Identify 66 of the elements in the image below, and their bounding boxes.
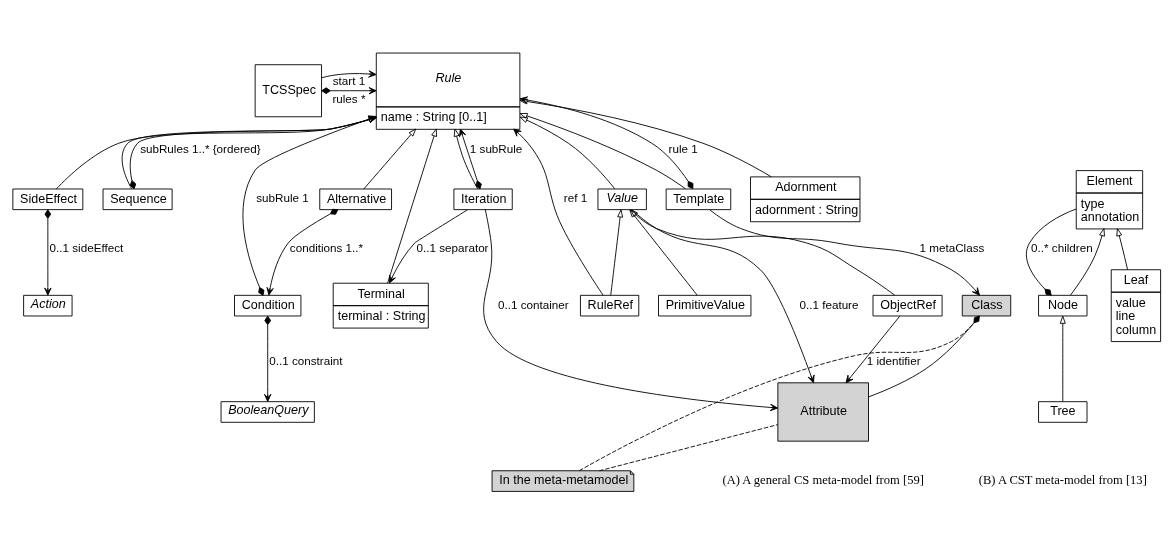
arrow [264, 315, 272, 402]
edge-label: subRule 1 [256, 190, 309, 204]
connector [868, 315, 980, 397]
node-box: Tree [1038, 400, 1088, 423]
node-box: Condition [234, 294, 302, 316]
edge-label: 1 subRule [469, 141, 523, 155]
arrow [266, 208, 339, 295]
arrow [629, 208, 698, 296]
arrow [630, 208, 896, 296]
node-box: Attribute [777, 381, 869, 442]
arrow [631, 208, 815, 383]
arrow [389, 208, 468, 283]
connector [578, 315, 981, 471]
node-box: Alternative [319, 188, 392, 210]
arrow [1116, 227, 1129, 270]
label: (B) A CST meta-model from [13] [978, 472, 1147, 487]
arrow [453, 128, 479, 189]
edge-label: rules * [332, 91, 366, 105]
node-box: Iteration [453, 188, 513, 210]
edge-label: rule 1 [668, 141, 698, 155]
node-box: Sequence [102, 188, 173, 210]
arrow [513, 128, 604, 296]
node-box: BooleanQuery [220, 400, 315, 423]
arrow [709, 208, 980, 296]
node-box: ObjectRef [872, 294, 943, 316]
connector [1025, 208, 1077, 296]
edge-label: ref 1 [563, 190, 588, 204]
arrow [519, 112, 686, 189]
node-box: Value [597, 188, 647, 210]
arrow [44, 208, 52, 296]
edge-label: conditions 1..* [289, 240, 364, 254]
arrow [483, 208, 779, 411]
arrow [55, 116, 377, 189]
arrow [321, 69, 377, 78]
edge-label: 0..1 sideEffect [49, 240, 124, 254]
arrow [519, 95, 694, 189]
node-box: SideEffect [12, 188, 84, 210]
edge-label: 0..* children [1031, 240, 1093, 254]
arrow [1059, 315, 1066, 402]
arrow [845, 315, 901, 383]
node-box: Class [961, 294, 1012, 316]
node-box: Node [1038, 294, 1088, 316]
edge-label: 1 identifier [866, 353, 921, 367]
edge-label: 0..1 constraint [269, 353, 343, 367]
arrow [610, 208, 624, 296]
connector [598, 423, 779, 471]
arrow [387, 128, 437, 284]
edge-label: 0..1 feature [799, 297, 859, 311]
node-box: TCSSpec [254, 63, 322, 117]
node-box: Template [665, 188, 732, 210]
arrow [459, 128, 482, 189]
arrow [363, 128, 417, 189]
edge-label: 1 metaClass [919, 240, 985, 254]
edge-label: start 1 [332, 73, 366, 87]
node-box: Action [23, 294, 73, 316]
arrow [519, 98, 772, 177]
node-box: PrimitiveValue [658, 294, 752, 316]
edge-label: 0..1 separator [416, 240, 489, 254]
label: (A) A general CS meta-model from [59] [722, 472, 924, 487]
edge-label: subRules 1..* {ordered} [140, 141, 261, 155]
arrow [321, 86, 377, 94]
arrow [1070, 227, 1105, 296]
edge-label: 0..1 container [498, 297, 569, 311]
arrow [242, 114, 377, 296]
node-box: RuleRef [580, 294, 640, 316]
arrow [519, 116, 616, 189]
